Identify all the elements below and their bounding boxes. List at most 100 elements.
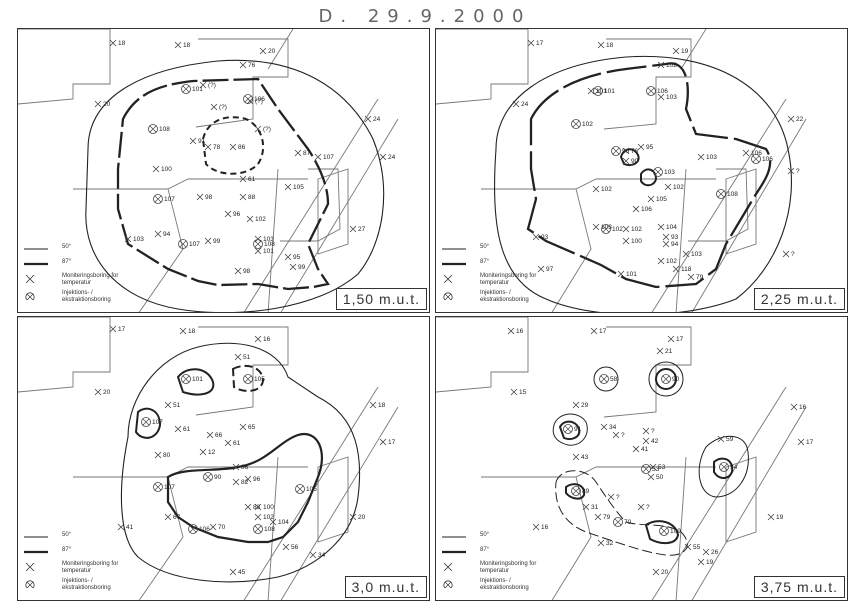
injection-borehole: 58 [599,374,618,384]
cross-icon [622,147,630,155]
monitoring-borehole: 51 [234,353,251,361]
temperature-label: 101 [604,88,615,95]
injection-borehole: 107 [153,482,175,492]
contour-87-hotspot [231,364,265,392]
monitoring-borehole: 20 [349,513,366,521]
monitoring-borehole: 94 [662,240,679,248]
circled-cross-icon [611,146,621,156]
monitoring-borehole: 95 [284,253,301,261]
temperature-label: 102 [631,226,642,233]
contour-50 [493,55,792,312]
temperature-label: 17 [599,328,607,335]
temperature-label: 43 [581,454,589,461]
cross-icon [154,451,162,459]
monitoring-borehole: 97 [537,265,554,273]
temperature-label: 29 [581,402,589,409]
temperature-label: (?) [219,104,227,111]
cross-icon [224,439,232,447]
cross-icon [597,41,605,49]
temperature-label: 21 [665,348,673,355]
injection-borehole: 106 [243,94,265,104]
cross-icon [672,47,680,55]
legend-injection-label: Injektions- / ekstraktionsboring [480,290,529,303]
page-title: D. 29.9.2000 [318,6,532,27]
monitoring-borehole: 103 [124,235,144,243]
contour-87-hotspot [640,168,658,187]
temperature-label: 101 [192,376,203,383]
cross-icon [209,523,217,531]
temperature-label: 18 [378,402,386,409]
cross-icon [597,539,605,547]
cross-icon [667,335,675,343]
monitoring-borehole: 91 [189,137,206,145]
monitoring-borehole: 102 [592,185,612,193]
cross-icon [617,270,625,278]
temperature-label: 20 [358,514,366,521]
monitoring-borehole: 102 [254,513,274,521]
temperature-label: 56 [291,544,299,551]
monitoring-borehole: 32 [597,539,614,547]
monitoring-borehole: 79 [687,273,704,281]
monitoring-borehole: 61 [174,425,191,433]
cross-icon [25,275,35,283]
circled-cross-icon [653,167,663,177]
monitoring-borehole: 56 [282,543,299,551]
temperature-label: 16 [799,404,807,411]
cross-icon [637,143,645,151]
monitoring-borehole: 76 [622,147,639,155]
monitoring-borehole: 26 [702,548,719,556]
contour-87 [644,520,680,545]
cross-icon [657,61,665,69]
monitoring-borehole: 50 [647,473,664,481]
cross-icon [782,250,790,258]
temperature-label: 20 [268,48,276,55]
circled-cross-icon [243,94,253,104]
injection-borehole: 70 [613,517,632,527]
cross-icon [109,39,117,47]
temperature-label: 97 [546,266,554,273]
monitoring-borehole: (?) [199,81,216,89]
monitoring-borehole: ? [637,503,650,511]
map-panel-1: 1,50 m.u.t. 50° 87° Moniteringsboring fo… [17,28,430,313]
monitoring-borehole: 93 [532,233,549,241]
temperature-label: 107 [164,484,175,491]
circled-cross-icon [178,239,188,249]
circled-cross-icon [181,374,191,384]
monitoring-borehole: 43 [572,453,589,461]
circled-cross-icon [141,417,151,427]
monitoring-borehole: 105 [284,183,304,191]
temperature-label: 88 [248,194,256,201]
cross-icon [664,183,672,191]
monitoring-borehole: 86 [232,463,249,471]
legend-injection-label: Injektions- / ekstraktionsboring [480,578,529,591]
monitoring-borehole: 18 [369,401,386,409]
cross-icon [349,513,357,521]
temperature-label: 20 [661,569,669,576]
temperature-label: 102 [612,226,623,233]
cross-icon [592,185,600,193]
map-panel-4: 3,75 m.u.t. 50° 87° Moniteringsboring fo… [435,316,848,601]
temperature-label: ? [651,428,655,435]
cross-icon [443,563,453,571]
cross-icon [622,237,630,245]
injection-borehole: 106 [751,154,773,164]
circled-cross-icon [661,374,671,384]
monitoring-borehole: 86 [229,143,246,151]
cross-icon [510,388,518,396]
temperature-label: 34 [318,552,326,559]
temperature-label: 41 [126,524,134,531]
monitoring-borehole: (?) [210,103,227,111]
circled-cross-icon [659,526,669,536]
injection-borehole: 108 [716,189,738,199]
contour-50 [648,361,684,397]
monitoring-borehole: 88 [244,503,261,511]
temperature-label: ? [646,504,650,511]
circled-cross-icon [443,580,453,588]
temperature-label: 102 [263,514,274,521]
circled-cross-icon [253,239,263,249]
temperature-label: 107 [323,154,334,161]
cross-icon [657,257,665,265]
cross-icon [229,143,237,151]
cross-icon [259,47,267,55]
